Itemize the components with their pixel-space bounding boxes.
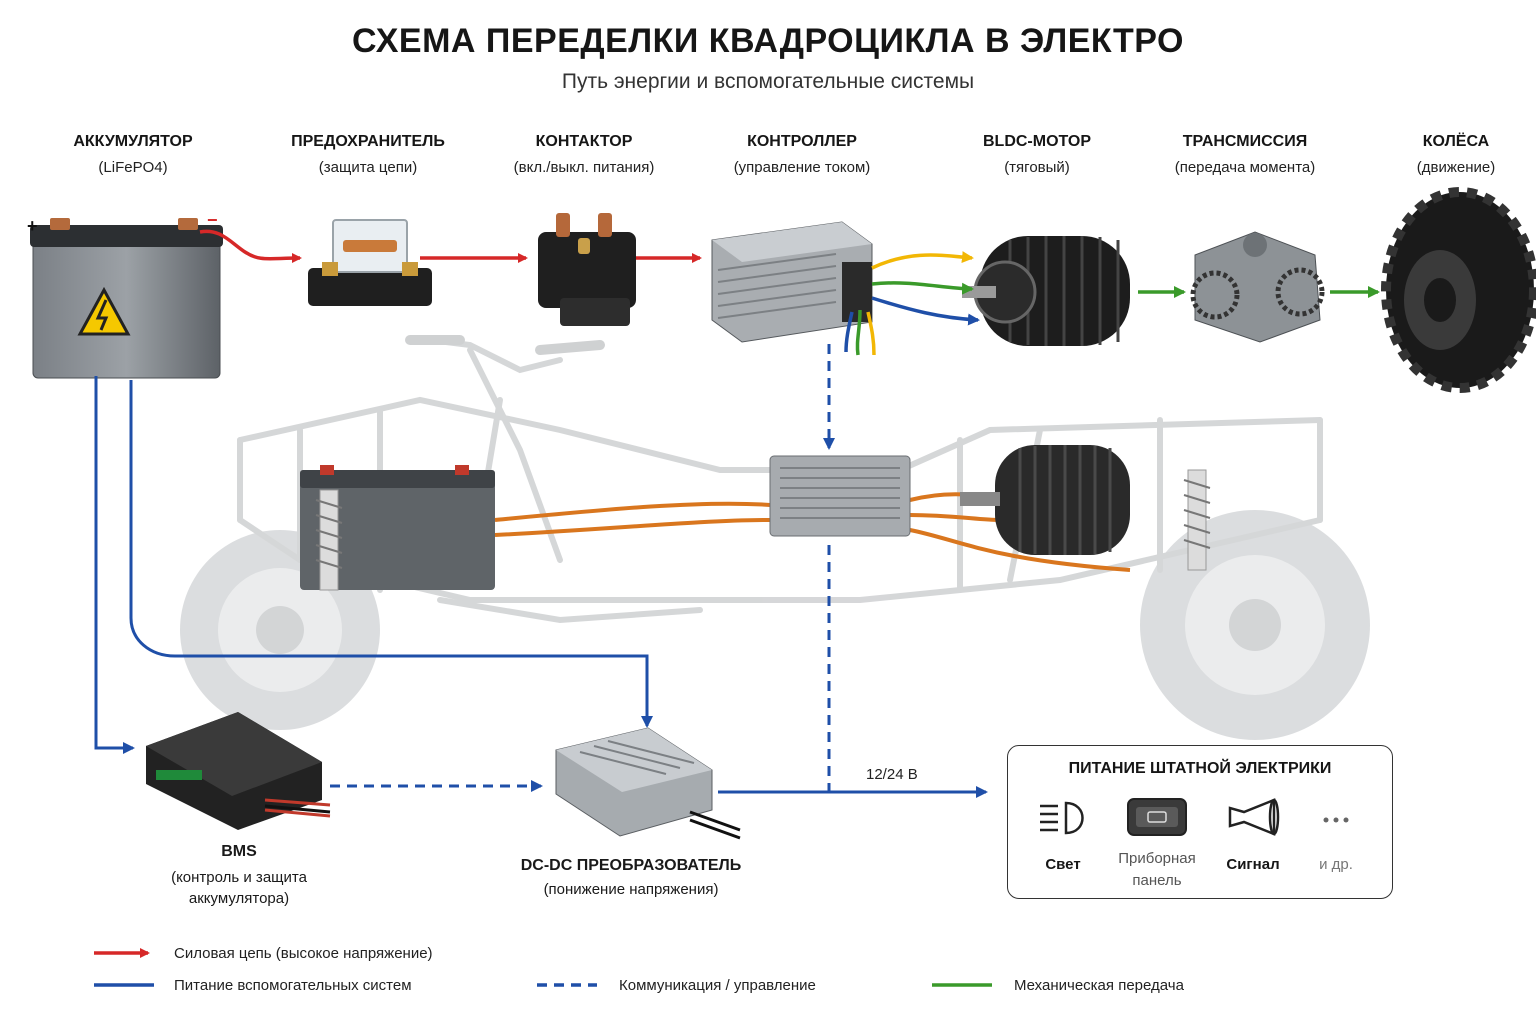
component-sub: (защита цепи) xyxy=(318,159,418,176)
horn-icon xyxy=(1228,798,1280,836)
label-motor: BLDC-МОТОР (тяговый) xyxy=(937,133,1137,176)
aux-power-title: ПИТАНИЕ ШТАТНОЙ ЭЛЕКТРИКИ xyxy=(1068,760,1332,777)
frame-motor xyxy=(960,445,1130,555)
component-sub: (движение) xyxy=(1416,159,1496,176)
component-name: АККУМУЛЯТОР xyxy=(73,133,193,150)
transmission-illustration xyxy=(1190,231,1325,343)
more-icon xyxy=(1323,817,1349,823)
component-sub: (управление током) xyxy=(733,159,871,176)
component-name: КОНТРОЛЛЕР xyxy=(747,133,857,150)
component-name: КОЛЁСА xyxy=(1422,133,1490,150)
label-battery: АККУМУЛЯТОР (LiFePO4) xyxy=(33,133,233,176)
bldc-motor-illustration xyxy=(962,236,1130,346)
fuse-illustration xyxy=(308,219,432,306)
bms-sub: (контроль и защита аккумулятора) xyxy=(171,869,307,907)
component-name: BLDC-МОТОР xyxy=(982,133,1092,150)
dcdc-sub: (понижение напряжения) xyxy=(543,881,719,898)
aux-item-light: Свет xyxy=(1045,856,1081,873)
rear-shock xyxy=(315,489,343,591)
label-transmission: ТРАНСМИССИЯ (передача момента) xyxy=(1145,133,1345,176)
component-sub: (вкл./выкл. питания) xyxy=(513,159,655,176)
label-controller: КОНТРОЛЛЕР (управление током) xyxy=(702,133,902,176)
label-bms: BMS (контроль и защита аккумулятора) xyxy=(150,843,328,909)
legend-communication: Коммуникация / управление xyxy=(619,977,816,994)
legend-aux: Питание вспомогательных систем xyxy=(174,977,412,994)
component-name: ТРАНСМИССИЯ xyxy=(1182,133,1308,150)
label-fuse: ПРЕДОХРАНИТЕЛЬ (защита цепи) xyxy=(268,133,468,176)
front-shock xyxy=(1183,469,1211,571)
frame-controller xyxy=(769,455,911,537)
phase-wires xyxy=(844,251,980,356)
component-name: КОНТАКТОР xyxy=(535,133,633,150)
legend-lines xyxy=(94,948,992,987)
diagram-subtitle: Путь энергии и вспомогательные системы xyxy=(561,70,975,93)
bms-name: BMS xyxy=(221,843,257,860)
power-circuit-arrows xyxy=(199,229,702,264)
dashboard-icon xyxy=(1127,798,1187,836)
headlight-icon xyxy=(1040,801,1084,835)
wheel-illustration xyxy=(1381,187,1536,393)
label-contactor: КОНТАКТОР (вкл./выкл. питания) xyxy=(484,133,684,176)
aux-power-panel: ПИТАНИЕ ШТАТНОЙ ЭЛЕКТРИКИ Свет Приборная… xyxy=(1007,745,1393,899)
legend-mechanical: Механическая передача xyxy=(1014,977,1184,994)
bms-illustration xyxy=(146,712,331,830)
battery-illustration xyxy=(30,218,223,379)
voltage-label: 12/24 В xyxy=(866,766,918,783)
component-name: ПРЕДОХРАНИТЕЛЬ xyxy=(291,133,445,150)
warning-icon xyxy=(77,286,131,336)
diagram-title: СХЕМА ПЕРЕДЕЛКИ КВАДРОЦИКЛА В ЭЛЕКТРО xyxy=(352,22,1184,60)
dcdc-illustration xyxy=(555,727,741,840)
label-dcdc: DC-DC ПРЕОБРАЗОВАТЕЛЬ (понижение напряже… xyxy=(490,857,772,898)
controller-illustration xyxy=(711,221,873,343)
label-wheels: КОЛЁСА (движение) xyxy=(1356,133,1536,176)
aux-icons xyxy=(1040,798,1349,836)
communication-lines xyxy=(330,344,835,792)
legend-power: Силовая цепь (высокое напряжение) xyxy=(174,945,433,962)
dcdc-name: DC-DC ПРЕОБРАЗОВАТЕЛЬ xyxy=(520,857,742,874)
component-sub: (передача момента) xyxy=(1174,159,1316,176)
aux-power-lines xyxy=(94,376,988,798)
aux-item-dashboard: Приборная панель xyxy=(1118,850,1196,889)
aux-item-more: и др. xyxy=(1319,856,1353,873)
contactor-illustration xyxy=(538,213,636,326)
battery-minus: − xyxy=(207,210,218,230)
component-sub: (LiFePO4) xyxy=(98,159,168,176)
aux-item-horn: Сигнал xyxy=(1226,856,1280,873)
component-sub: (тяговый) xyxy=(1004,159,1070,176)
frame-battery xyxy=(300,465,495,590)
battery-plus: + xyxy=(27,216,38,236)
